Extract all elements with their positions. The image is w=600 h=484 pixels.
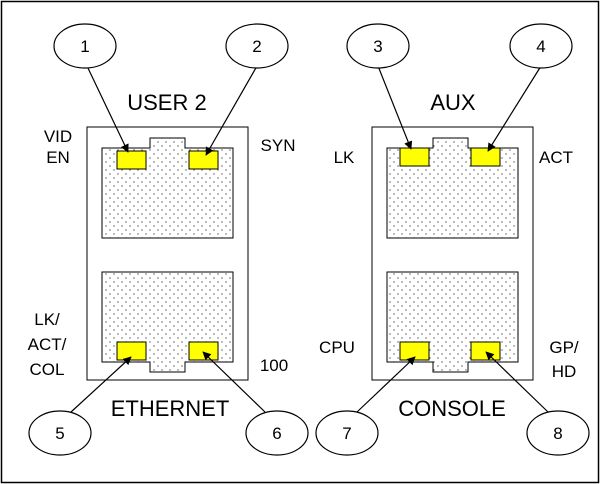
leader-8	[485, 351, 549, 413]
led-1	[116, 150, 147, 170]
cpu-label: CPU	[319, 338, 355, 357]
leader-2	[205, 65, 258, 156]
lk-act-col-label-line3: COL	[30, 360, 65, 379]
led-2	[188, 150, 219, 170]
callout-5	[28, 410, 92, 456]
callout-2	[225, 23, 289, 69]
vid-en-label-line2: EN	[46, 148, 70, 167]
leader-6	[202, 351, 266, 413]
leader-7	[356, 356, 416, 413]
leader-3	[377, 65, 413, 150]
leader-4	[487, 65, 542, 152]
callout-3-label: 3	[373, 37, 382, 56]
led-6	[188, 341, 219, 361]
lk-label: LK	[334, 148, 355, 167]
labels: USER 2 ETHERNET AUX CONSOLE VID EN SYN L…	[28, 90, 579, 421]
callout-1-label: 1	[80, 37, 89, 56]
led-8	[470, 341, 501, 361]
callout-1	[53, 23, 117, 69]
console-title: CONSOLE	[398, 396, 506, 421]
leader-1	[86, 65, 129, 153]
vid-en-label-line1: VID	[44, 127, 72, 146]
callout-2-label: 2	[252, 37, 261, 56]
callout-5-label: 5	[55, 424, 64, 443]
speed-100-label: 100	[260, 356, 288, 375]
led-3	[399, 147, 430, 167]
leader-5	[70, 356, 132, 413]
act-label: ACT	[539, 148, 573, 167]
led-4	[470, 147, 501, 167]
syn-label: SYN	[261, 136, 296, 155]
lk-act-col-label-line2: ACT/	[28, 335, 67, 354]
left-module	[86, 126, 249, 381]
callout-3	[346, 23, 410, 69]
ethernet-title: ETHERNET	[111, 396, 230, 421]
led-5	[116, 341, 147, 361]
callouts: 1 2 3 4 5 6 7 8	[28, 23, 590, 456]
lk-act-col-label-line1: LK/	[34, 310, 60, 329]
callout-6-label: 6	[272, 424, 281, 443]
gp-hd-label-line2: HD	[552, 362, 577, 381]
callout-8-label: 8	[553, 424, 562, 443]
callout-7	[315, 410, 379, 456]
user2-title: USER 2	[127, 90, 206, 115]
callout-4	[509, 23, 573, 69]
aux-title: AUX	[430, 90, 476, 115]
callout-4-label: 4	[536, 37, 545, 56]
callout-8	[526, 410, 590, 456]
callout-7-label: 7	[342, 424, 351, 443]
gp-hd-label-line1: GP/	[549, 338, 579, 357]
right-module	[371, 126, 534, 381]
callout-6	[245, 410, 309, 456]
